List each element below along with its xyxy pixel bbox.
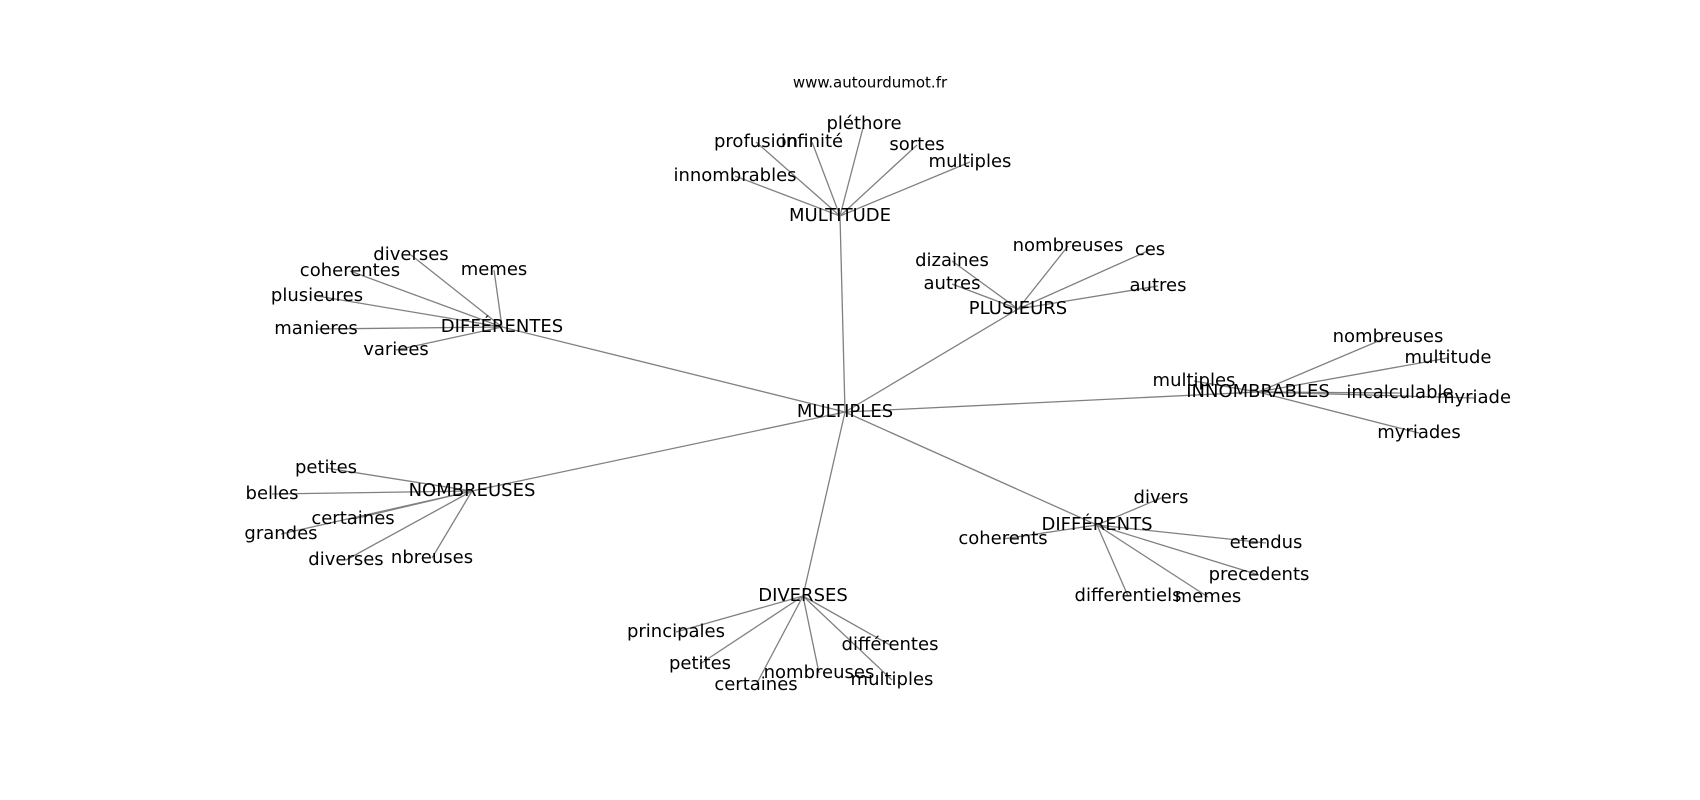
leaf-word-node: grandes	[244, 523, 317, 544]
center-word-node: MULTIPLES	[797, 401, 893, 422]
hub-word-node: PLUSIEURS	[969, 298, 1067, 319]
leaf-word-node: coherents	[958, 528, 1047, 549]
leaf-word-node: autres	[924, 273, 981, 294]
edge-hub-to-leaf	[734, 175, 841, 217]
leaf-word-node: multiples	[851, 669, 934, 690]
leaf-word-node: nombreuses	[1013, 235, 1124, 256]
leaf-word-node: divers	[1134, 487, 1189, 508]
edge-hub-to-leaf	[699, 595, 804, 665]
leaf-word-node: etendus	[1230, 532, 1303, 553]
edge-hub-to-leaf	[1096, 524, 1129, 597]
edge-hub-to-leaf	[1257, 336, 1389, 393]
leaf-word-node: memes	[461, 259, 528, 280]
edge-hub-to-leaf	[839, 161, 971, 217]
leaf-word-node: multiples	[1153, 370, 1236, 391]
hub-word-node: DIFFÉRENTS	[1041, 513, 1152, 535]
leaf-word-node: plusieures	[271, 285, 363, 306]
leaf-word-node: dizaines	[915, 250, 989, 271]
leaf-word-node: certaines	[714, 674, 797, 695]
leaf-word-node: variees	[363, 339, 429, 360]
leaf-word-node: sortes	[889, 134, 944, 155]
edge-hub-to-leaf	[1257, 391, 1475, 399]
edge-hub-to-leaf	[280, 490, 473, 535]
graph-labels: MULTIPLESMULTITUDEinnombrablesprofusioni…	[244, 113, 1511, 695]
leaf-word-node: precedents	[1209, 564, 1310, 585]
leaf-word-node: diverses	[308, 549, 383, 570]
edge-center-to-hub	[839, 215, 846, 413]
edge-hub-to-leaf	[951, 260, 1019, 310]
hub-word-node: NOMBREUSES	[409, 480, 536, 501]
edge-hub-to-leaf	[349, 270, 503, 328]
edge-hub-to-leaf	[755, 595, 804, 686]
leaf-word-node: principales	[627, 621, 725, 642]
edge-hub-to-leaf	[410, 254, 503, 328]
edge-hub-to-leaf	[802, 595, 891, 646]
edge-hub-to-leaf	[325, 467, 473, 492]
edge-hub-to-leaf	[316, 295, 503, 328]
edge-hub-to-leaf	[1096, 497, 1162, 526]
edge-hub-to-leaf	[1096, 524, 1260, 576]
leaf-word-node: belles	[246, 483, 299, 504]
hub-word-node: MULTITUDE	[789, 205, 891, 226]
edge-hub-to-leaf	[1257, 357, 1449, 393]
edge-hub-to-leaf	[493, 269, 503, 328]
edge-center-to-hub	[501, 326, 846, 413]
leaf-word-node: nbreuses	[391, 547, 473, 568]
leaf-word-node: diverses	[373, 244, 448, 265]
edge-hub-to-leaf	[1017, 249, 1151, 310]
leaf-word-node: multiples	[929, 151, 1012, 172]
edge-hub-to-leaf	[802, 595, 820, 674]
leaf-word-node: nombreuses	[1333, 326, 1444, 347]
edge-hub-to-leaf	[839, 123, 865, 217]
edge-hub-to-leaf	[802, 595, 893, 681]
leaf-word-node: petites	[295, 457, 357, 478]
edge-hub-to-leaf	[1096, 524, 1209, 598]
leaf-word-node: nombreuses	[764, 662, 875, 683]
leaf-word-node: myriades	[1377, 422, 1461, 443]
edge-hub-to-leaf	[675, 595, 804, 633]
edge-hub-to-leaf	[839, 144, 918, 217]
edge-hub-to-leaf	[1017, 285, 1159, 310]
edge-hub-to-leaf	[345, 490, 473, 561]
hub-word-node: INNOMBRABLES	[1186, 381, 1330, 402]
leaf-word-node: pléthore	[826, 113, 901, 134]
leaf-word-node: différentes	[842, 634, 939, 655]
leaf-word-node: multitude	[1405, 347, 1492, 368]
edge-hub-to-leaf	[1002, 524, 1098, 540]
hub-word-node: DIFFÉRENTES	[441, 315, 563, 337]
edge-hub-to-leaf	[271, 490, 473, 495]
edge-hub-to-leaf	[1193, 380, 1259, 393]
edge-hub-to-leaf	[951, 283, 1019, 310]
leaf-word-node: profusion	[714, 131, 798, 152]
leaf-word-node: memes	[1175, 586, 1242, 607]
site-url-header: www.autourdumot.fr	[793, 74, 948, 92]
edge-hub-to-leaf	[431, 490, 473, 559]
edge-hub-to-leaf	[1257, 391, 1420, 434]
edge-hub-to-leaf	[1096, 524, 1267, 544]
edge-hub-to-leaf	[755, 141, 841, 217]
edge-hub-to-leaf	[811, 141, 841, 217]
hub-word-node: DIVERSES	[758, 585, 848, 606]
edge-hub-to-leaf	[315, 326, 503, 330]
edge-center-to-hub	[802, 411, 846, 597]
leaf-word-node: incalculable	[1346, 382, 1453, 403]
leaf-word-node: differentiels	[1075, 585, 1182, 606]
leaf-word-node: certaines	[311, 508, 394, 529]
edge-hub-to-leaf	[1017, 245, 1069, 310]
edge-center-to-hub	[844, 308, 1019, 413]
leaf-word-node: myriade	[1437, 387, 1511, 408]
graph-edges	[271, 123, 1475, 686]
leaf-word-node: infinité	[781, 131, 843, 152]
leaf-word-node: petites	[669, 653, 731, 674]
leaf-word-node: ces	[1135, 239, 1165, 260]
edge-center-to-hub	[844, 391, 1259, 413]
edge-hub-to-leaf	[395, 326, 503, 351]
edge-center-to-hub	[471, 411, 846, 492]
leaf-word-node: manieres	[274, 318, 358, 339]
leaf-word-node: coherentes	[300, 260, 400, 281]
leaf-word-node: innombrables	[673, 165, 796, 186]
edge-center-to-hub	[844, 411, 1098, 526]
leaf-word-node: autres	[1130, 275, 1187, 296]
